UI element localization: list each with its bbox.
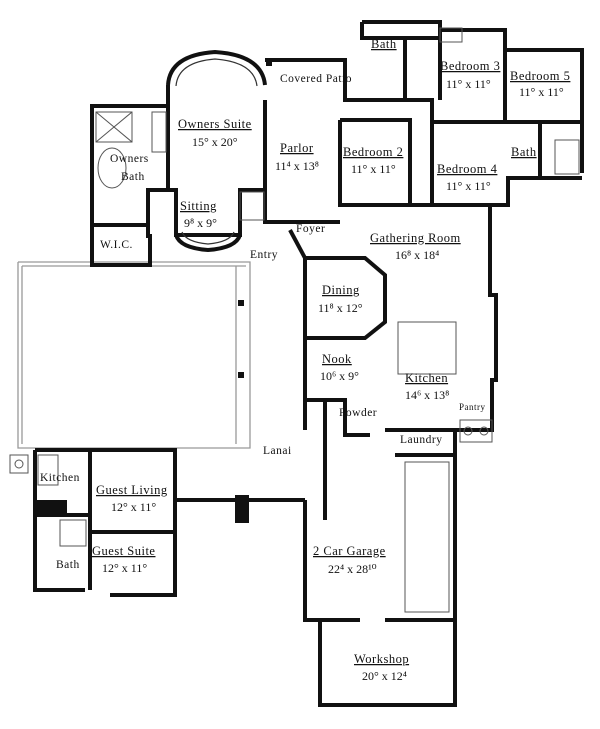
gathering-room-dim: 16⁸ x 18⁴: [395, 248, 439, 262]
covered-patio-label: Covered Patio: [280, 73, 352, 85]
exterior-walls: [33, 20, 584, 707]
workshop-dim: 20° x 12⁴: [362, 669, 407, 683]
guest-kitchen-label: Kitchen: [40, 472, 80, 484]
fixtures: [9, 27, 580, 613]
room-labels: Bath Bedroom 3 11° x 11° Bedroom 5 11° x…: [40, 37, 570, 683]
bedroom3-label: Bedroom 3: [440, 59, 500, 73]
parlor-dim: 11⁴ x 13⁸: [275, 159, 319, 173]
bedroom2-dim: 11° x 11°: [351, 162, 396, 176]
owners-bay-window: [166, 49, 267, 253]
sitting-dim: 9⁸ x 9°: [184, 216, 217, 230]
wic-label: W.I.C.: [100, 239, 133, 251]
guest-bath-label: Bath: [56, 559, 80, 571]
garage-dim: 22⁴ x 28¹⁰: [328, 562, 377, 576]
owners-bath-label-1: Owners: [110, 153, 149, 165]
sitting-label: Sitting: [180, 199, 217, 213]
guest-living-label: Guest Living: [96, 483, 168, 497]
laundry-label: Laundry: [400, 434, 442, 446]
bedroom5-label: Bedroom 5: [510, 69, 570, 83]
bedroom3-dim: 11° x 11°: [446, 77, 491, 91]
foyer-label: Foyer: [296, 223, 325, 235]
owners-suite-dim: 15° x 20°: [192, 135, 238, 149]
kitchen-dim: 14⁶ x 13⁸: [405, 388, 449, 402]
dining-dim: 11⁸ x 12°: [318, 301, 363, 315]
bedroom4-dim: 11° x 11°: [446, 179, 491, 193]
entry-label: Entry: [250, 249, 278, 261]
owners-suite-label: Owners Suite: [178, 117, 252, 131]
bedroom4-label: Bedroom 4: [437, 162, 498, 176]
pantry-label: Pantry: [459, 402, 486, 412]
nook-label: Nook: [322, 352, 352, 366]
garage-label: 2 Car Garage: [313, 544, 386, 558]
guest-suite-label: Guest Suite: [92, 544, 155, 558]
bedroom5-dim: 11° x 11°: [519, 85, 564, 99]
owners-bath-label-2: Bath: [121, 171, 145, 183]
parlor-label: Parlor: [280, 141, 314, 155]
bedroom2-label: Bedroom 2: [343, 145, 403, 159]
lanai-outline: [17, 261, 251, 449]
gathering-room-label: Gathering Room: [370, 231, 461, 245]
kitchen-label: Kitchen: [405, 371, 448, 385]
workshop-label: Workshop: [354, 652, 409, 666]
bath-right-label: Bath: [511, 145, 537, 159]
nook-dim: 10⁶ x 9°: [320, 369, 359, 383]
powder-label: Powder: [339, 407, 377, 419]
guest-living-dim: 12° x 11°: [111, 500, 156, 514]
dining-label: Dining: [322, 283, 360, 297]
bath-top-label: Bath: [371, 37, 397, 51]
lanai-label: Lanai: [263, 445, 292, 457]
guest-suite-dim: 12° x 11°: [102, 561, 147, 575]
